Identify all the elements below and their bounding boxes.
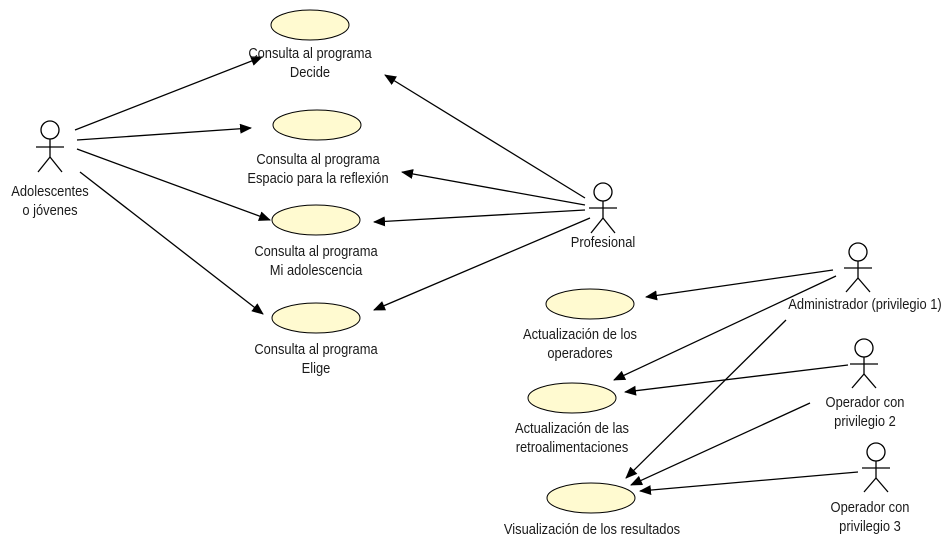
arrow-profesional-elige <box>373 217 591 311</box>
usecase-act-operadores-ellipse <box>545 288 635 320</box>
usecase-mi-adolescencia-ellipse <box>271 204 361 236</box>
usecase-espacio-ellipse <box>272 109 362 141</box>
usecase-espacio-label: Consulta al programa Espacio para la ref… <box>247 151 389 187</box>
actor-administrador-label: Administrador (privilegio 1) <box>788 296 942 313</box>
actor-operador3-label: Operador con privilegio 3 <box>830 499 910 535</box>
arrow-administrador-visualizacion <box>625 319 787 479</box>
arrow-profesional-espacio <box>401 169 586 206</box>
usecase-visualizacion-ellipse <box>546 482 636 514</box>
usecase-visualizacion-label: Visualización de los resultados <box>503 521 681 538</box>
actor-profesional-figure <box>589 182 617 234</box>
arrow-profesional-mi-adolescencia <box>373 209 586 227</box>
usecase-act-operadores-label: Actualización de los operadores <box>522 326 638 362</box>
usecase-act-retro-label: Actualización de las retroalimentaciones <box>514 420 630 456</box>
usecase-decide-ellipse <box>270 9 350 41</box>
actor-operador2-label: Operador con privilegio 2 <box>825 394 905 430</box>
usecase-elige-label: Consulta al programa Elige <box>254 341 378 377</box>
arrow-adolescentes-elige <box>79 171 264 315</box>
arrow-operador2-act-retro <box>624 364 849 396</box>
use-case-ellipses <box>270 9 636 514</box>
arrow-administrador-act-retro <box>613 275 837 381</box>
arrow-adolescentes-decide <box>74 56 263 131</box>
actor-adolescentes-label: Adolescentes o jóvenes <box>11 183 89 219</box>
usecase-elige-ellipse <box>271 302 361 334</box>
actor-profesional-label: Profesional <box>570 234 636 251</box>
usecase-act-retro-ellipse <box>527 382 617 414</box>
arrow-adolescentes-espacio <box>76 123 252 141</box>
actor-administrador-figure <box>844 242 872 293</box>
arrow-profesional-decide <box>384 74 586 199</box>
arrow-operador2-visualizacion <box>630 402 811 486</box>
usecase-decide-label: Consulta al programa Decide <box>248 45 372 81</box>
actor-adolescentes-figure <box>36 120 64 173</box>
arrow-adolescentes-mi-adolescencia <box>76 148 271 221</box>
actor-operador2-figure <box>850 338 878 389</box>
association-arrows <box>74 56 859 496</box>
arrow-operador3-visualizacion <box>639 471 859 496</box>
usecase-mi-adolescencia-label: Consulta al programa Mi adolescencia <box>254 243 378 279</box>
arrow-administrador-act-operadores <box>645 269 834 301</box>
actor-operador3-figure <box>862 442 890 493</box>
